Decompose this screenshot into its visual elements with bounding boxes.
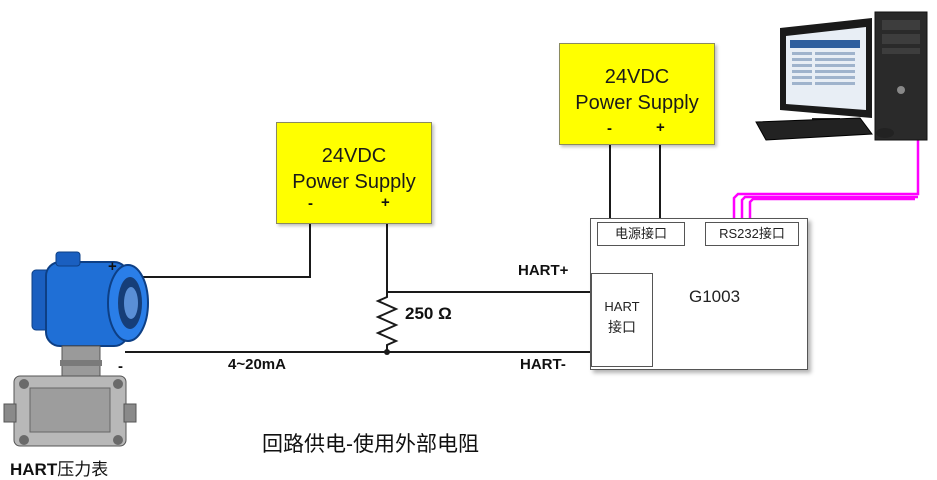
psu-left-positive: + xyxy=(381,194,390,211)
junction-dot xyxy=(384,349,390,355)
hart-port-label-cn: 接口 xyxy=(608,319,636,335)
g1003-gateway: 电源接口 RS232接口 HART 接口 G1003 xyxy=(590,218,808,370)
hart-minus-label: HART- xyxy=(520,356,566,373)
psu-left-negative: - xyxy=(308,195,313,212)
resistor-250-ohm xyxy=(375,292,399,352)
rs232-port: RS232接口 xyxy=(705,222,799,246)
device-label-hart: HART xyxy=(10,460,58,479)
psu-right-label: Power Supply xyxy=(575,92,699,114)
device-label-cn: 压力表 xyxy=(57,460,109,479)
psu-right-voltage: 24VDC xyxy=(604,66,670,88)
hart-pressure-transmitter-icon xyxy=(3,251,149,447)
current-label: 4~20mA xyxy=(228,356,286,373)
hart-port: HART 接口 xyxy=(591,273,653,367)
loop-minus-label: - xyxy=(118,358,123,375)
device-label: HART压力表 xyxy=(10,455,108,480)
diagram-caption: 回路供电-使用外部电阻 xyxy=(262,433,479,456)
psu-right-positive: + xyxy=(656,119,665,136)
power-supply-right: 24VDC Power Supply - + xyxy=(559,43,715,145)
computer-icon xyxy=(755,11,928,141)
psu-right-negative: - xyxy=(607,120,612,137)
resistor-label: 250 Ω xyxy=(405,304,452,323)
wire-plus-to-psu-neg xyxy=(125,222,311,278)
rs232-cable xyxy=(732,140,920,218)
hart-port-label: HART xyxy=(604,299,640,314)
gateway-model: G1003 xyxy=(689,287,741,306)
loop-plus-label: + xyxy=(108,258,117,275)
power-port: 电源接口 xyxy=(597,222,685,246)
psu-left-voltage: 24VDC xyxy=(321,145,387,167)
power-supply-left: 24VDC Power Supply - + xyxy=(276,122,432,224)
hart-plus-label: HART+ xyxy=(518,262,569,279)
psu-left-label: Power Supply xyxy=(292,171,416,193)
wires xyxy=(125,143,661,353)
